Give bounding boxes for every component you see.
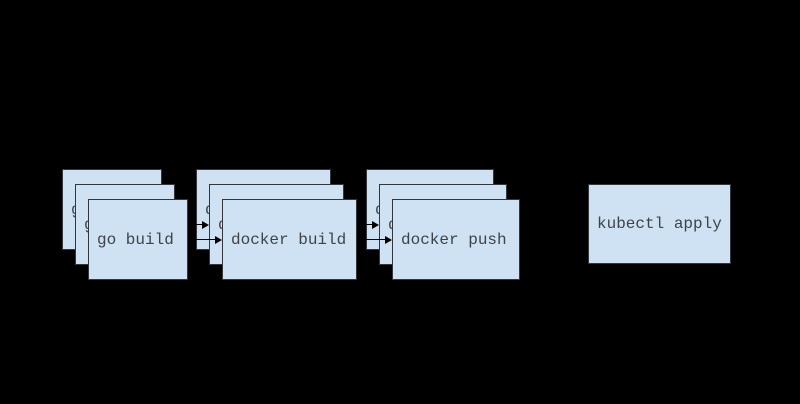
node-label: docker push — [401, 230, 507, 249]
node-docker-push-layer-2: docker push — [392, 199, 520, 280]
node-label: go build — [97, 230, 174, 249]
flow-arrow-head — [385, 235, 392, 244]
flow-arrow-line — [175, 223, 203, 226]
node-label: docker build — [231, 230, 347, 249]
node-label: kubectl apply — [597, 215, 722, 233]
node-kubectl-apply-layer-0: kubectl apply — [588, 184, 731, 264]
flow-arrow-head — [189, 205, 196, 214]
flow-arrow-line — [344, 223, 373, 226]
flow-arrow-head — [215, 235, 222, 244]
flow-arrow-head — [581, 220, 588, 229]
flow-arrow-head — [372, 220, 379, 229]
flow-arrow-line — [357, 238, 386, 241]
flow-arrow-line — [507, 223, 582, 226]
flow-arrow-head — [359, 205, 366, 214]
flow-arrow-line — [188, 238, 216, 241]
node-docker-build-layer-2: docker build — [222, 199, 357, 280]
flow-arrow-head — [202, 220, 209, 229]
node-go-build-layer-2: go build — [88, 199, 188, 280]
